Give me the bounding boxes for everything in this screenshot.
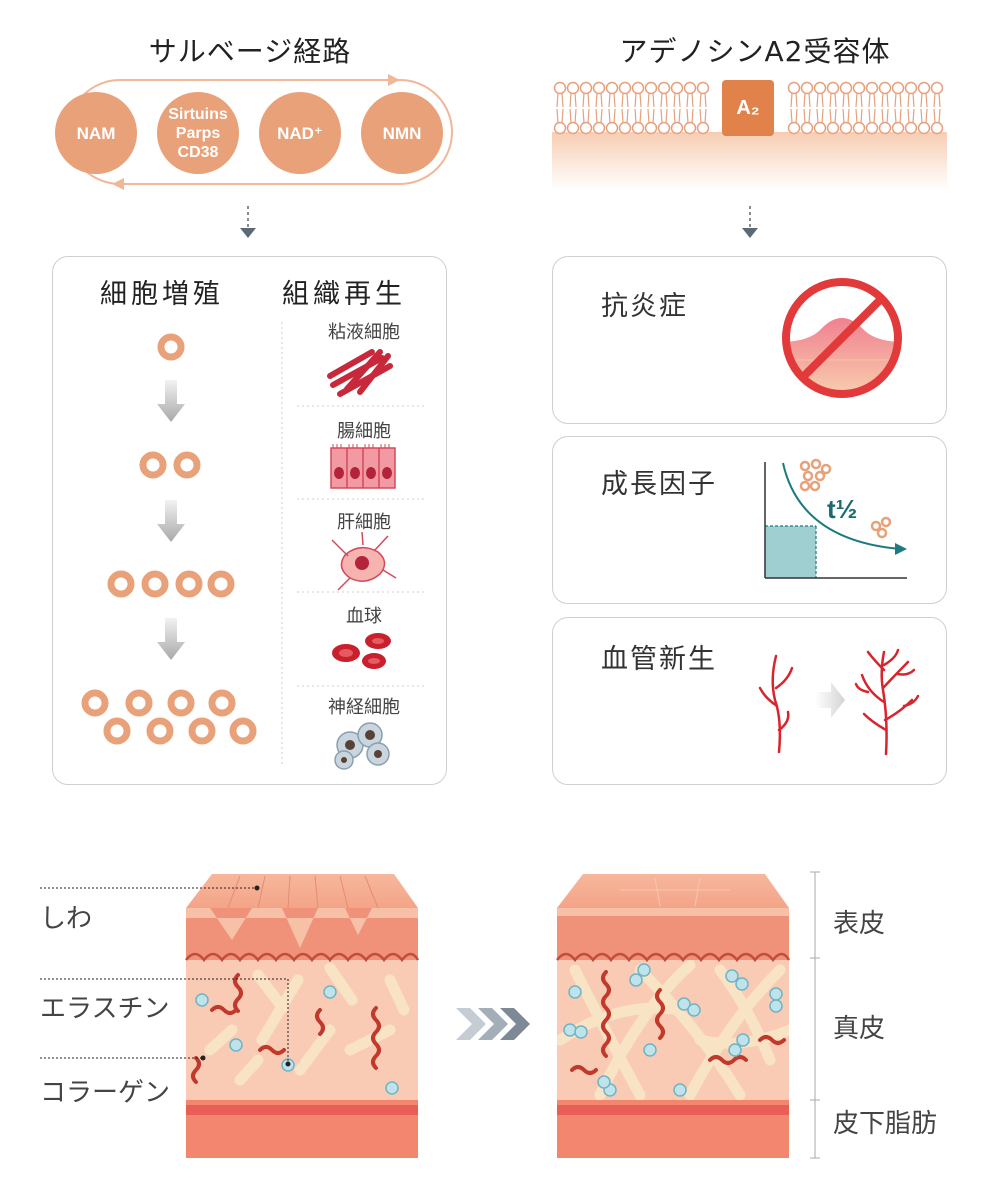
no-inflammation-icon	[782, 278, 902, 398]
nerve-cell-icon	[334, 722, 390, 770]
mucus-cell-icon	[327, 349, 393, 397]
label-subcutaneous-fat: 皮下脂肪	[833, 1109, 938, 1139]
cell-label-mucus: 粘液細胞	[328, 322, 400, 343]
label-wrinkles: しわ	[40, 904, 93, 934]
label-dermis: 真皮	[833, 1014, 886, 1044]
salvage-node-nad: NAD⁺	[259, 92, 341, 174]
a2-receptor: A₂	[722, 80, 774, 136]
down-arrow-left	[240, 206, 758, 238]
growth-factor-label: 成長因子	[601, 469, 717, 500]
cell-label-blood: 血球	[346, 606, 382, 627]
proliferation-regeneration-panel	[52, 256, 447, 785]
cell-label-nerve: 神経細胞	[328, 697, 400, 718]
label-epidermis: 表皮	[833, 909, 886, 939]
transition-arrows	[456, 1008, 530, 1040]
salvage-pathway-title: サルベージ経路	[148, 35, 352, 68]
salvage-node-nmn: NMN	[361, 92, 443, 174]
proliferation-heading: 細胞増殖	[100, 279, 224, 310]
liver-cell-icon	[331, 531, 397, 591]
label-elastin: エラスチン	[40, 994, 170, 1024]
half-life-label: t½	[827, 494, 858, 524]
regeneration-heading: 組織再生	[282, 279, 406, 310]
cell-label-intestinal: 腸細胞	[337, 421, 391, 442]
anti-inflammatory-label: 抗炎症	[601, 291, 688, 322]
adenosine-receptor-title: アデノシンA2受容体	[619, 35, 891, 68]
angiogenesis-label: 血管新生	[601, 644, 717, 675]
label-collagen: コラーゲン	[40, 1078, 171, 1108]
salvage-node-nam: NAM	[55, 92, 137, 174]
aged-skin-block	[185, 874, 420, 1158]
healthy-skin-block	[556, 874, 791, 1158]
proliferation-diagram	[81, 322, 427, 770]
angiogenesis-icon	[758, 648, 920, 756]
salvage-node-sirtuins: Sirtuins Parps CD38	[157, 92, 239, 174]
cell-label-liver: 肝細胞	[337, 512, 391, 533]
cell-membrane	[552, 81, 947, 190]
half-life-graph	[764, 458, 907, 579]
intestinal-cell-icon	[330, 444, 396, 489]
